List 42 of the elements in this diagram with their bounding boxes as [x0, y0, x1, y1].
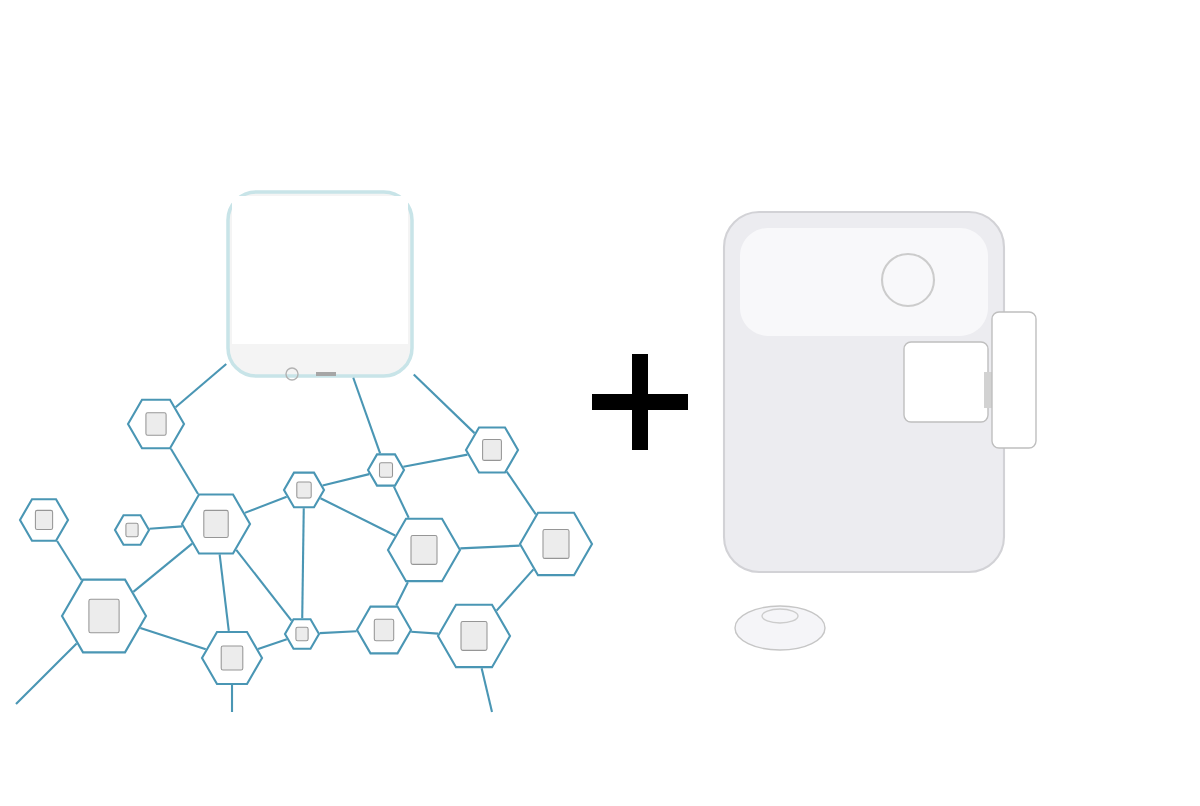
hexagon-node — [113, 514, 151, 546]
hexagon-node — [436, 603, 512, 669]
connector-line — [460, 544, 520, 550]
connector-line — [403, 453, 468, 468]
connector-line — [320, 497, 396, 537]
connector-line — [140, 626, 207, 651]
connector-line — [132, 542, 193, 593]
hub-drawing — [226, 190, 414, 381]
connector-line — [413, 373, 476, 434]
hexagon-node — [518, 511, 594, 577]
connector-line — [495, 568, 535, 612]
hexagon-node — [283, 618, 321, 650]
hexagon-node — [18, 498, 70, 542]
connector-line — [170, 448, 199, 495]
hexagon-node — [282, 471, 326, 509]
connector-line — [56, 540, 83, 581]
hexagon-node — [366, 453, 406, 487]
connector-line — [352, 377, 382, 454]
hexagon-node — [180, 493, 252, 555]
button-pusher-drawing — [722, 210, 1037, 651]
connector-line — [505, 471, 537, 515]
connector-line — [244, 495, 288, 514]
connector-line — [257, 638, 288, 651]
connector-line — [322, 473, 370, 487]
connector-line — [174, 363, 227, 409]
connector-line — [395, 581, 409, 607]
connector-line — [149, 525, 183, 530]
connector-line — [411, 630, 439, 635]
hexagon-node — [126, 398, 186, 450]
connector-line — [235, 549, 293, 622]
connector-line — [15, 642, 78, 705]
hexagon-node — [200, 630, 264, 686]
connector-line — [230, 685, 234, 712]
hexagon-node — [60, 578, 148, 654]
connector-line — [301, 508, 305, 619]
hexagon-node — [386, 517, 462, 583]
connector-line — [392, 486, 410, 519]
connector-line — [319, 630, 357, 635]
connector-line — [480, 667, 494, 713]
hexagon-node — [355, 605, 413, 655]
connector-line — [218, 554, 230, 632]
hexagon-node — [464, 426, 520, 474]
